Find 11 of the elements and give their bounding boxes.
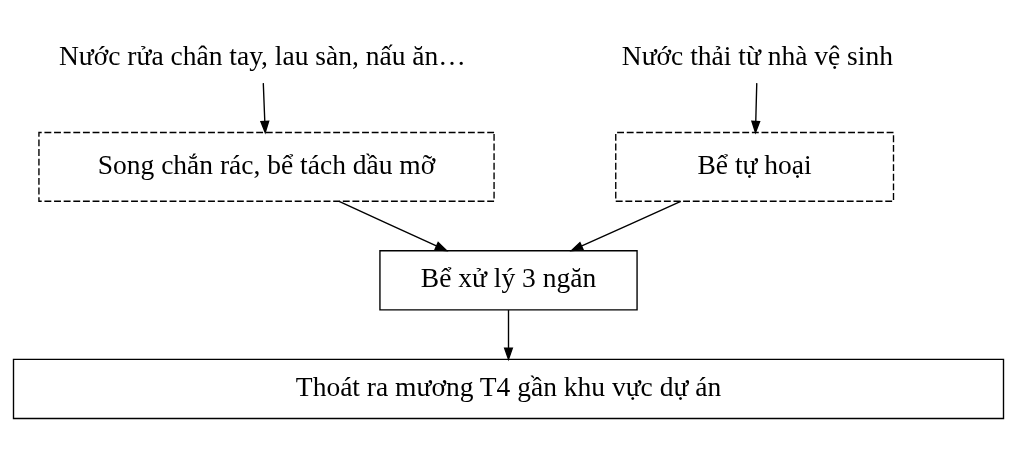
arrow (338, 200, 449, 252)
arrow (750, 82, 761, 135)
node-box: Bể xử lý 3 ngăn (379, 250, 638, 311)
arrow (503, 309, 514, 362)
arrow (259, 82, 270, 135)
node-box: Bể tự hoại (615, 131, 895, 202)
node-box: Song chắn rác, bể tách dầu mỡ (38, 131, 495, 202)
node-box: Thoát ra mương T4 gần khu vực dự án (12, 358, 1005, 420)
node-text: Nước thải từ nhà vệ sinh (621, 40, 893, 72)
node-text: Nước rửa chân tay, lau sàn, nấu ăn… (58, 40, 466, 72)
arrow (569, 200, 682, 252)
